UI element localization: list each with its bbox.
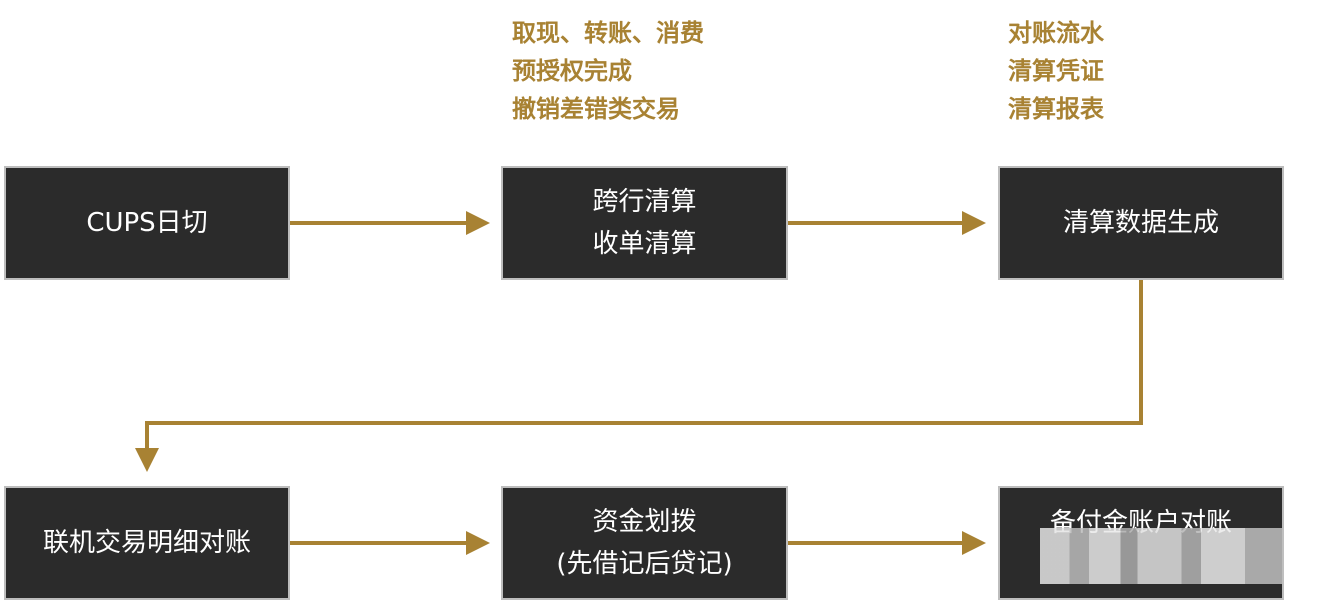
node-label: 资金划拨 <box>592 507 697 537</box>
data-note-line: 对账流水 <box>1008 19 1104 47</box>
clearing-note-line: 撤销差错类交易 <box>512 95 680 123</box>
node-label: 跨行清算 <box>592 187 697 217</box>
node-label: 收单清算 <box>592 229 697 259</box>
clearing-node: 跨行清算 收单清算 <box>501 166 788 280</box>
arrow-datagen-to-reconcile <box>135 279 1143 472</box>
clearing-note-line: 预授权完成 <box>512 57 632 85</box>
clearing-note: 取现、转账、消费 预授权完成 撤销差错类交易 <box>512 14 704 128</box>
data-generation-node: 清算数据生成 <box>998 166 1284 280</box>
node-label: 清算数据生成 <box>1062 208 1219 238</box>
data-note: 对账流水 清算凭证 清算报表 <box>1008 14 1104 128</box>
node-label: CUPS日切 <box>86 208 208 238</box>
mosaic-watermark <box>1040 528 1284 584</box>
data-note-line: 清算报表 <box>1008 95 1104 123</box>
node-label: 联机交易明细对账 <box>42 528 251 558</box>
clearing-note-line: 取现、转账、消费 <box>512 19 704 47</box>
node-label: (先借记后贷记) <box>556 549 733 579</box>
data-note-line: 清算凭证 <box>1008 57 1104 85</box>
fund-transfer-node: 资金划拨 (先借记后贷记) <box>501 486 788 600</box>
transaction-reconcile-node: 联机交易明细对账 <box>4 486 290 600</box>
cups-cutoff-node: CUPS日切 <box>4 166 290 280</box>
